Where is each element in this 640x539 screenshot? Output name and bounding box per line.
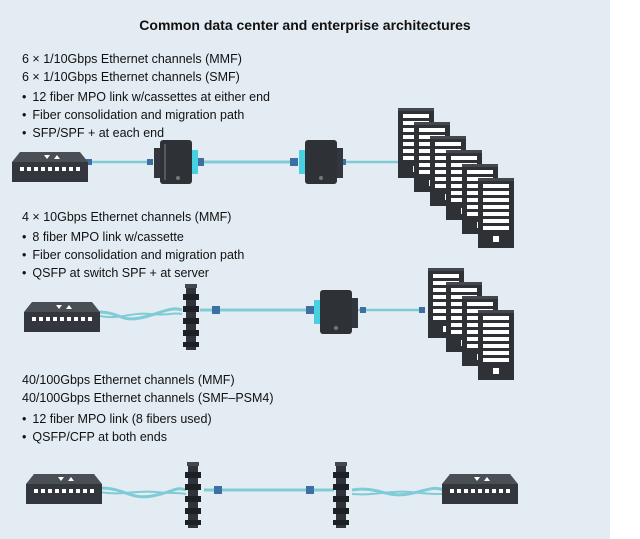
cassette-icon [314,290,358,334]
patch-panel-icon [333,462,349,528]
server-icon [478,310,514,380]
row-2-diagram [24,268,514,380]
fiber-cable-icon [351,490,445,496]
diagram-title: Common data center and enterprise archit… [139,17,471,33]
switch-icon [26,474,102,504]
patch-panel-icon [185,462,201,528]
fiber-cable-icon [351,486,445,497]
cassette-icon [299,140,343,184]
section-3-heading-2: 40/100Gbps Ethernet channels (SMF–PSM4) [22,391,274,405]
row-1-diagram [12,108,514,248]
row-3-diagram [26,462,518,528]
fiber-cable-icon [99,312,183,319]
fiber-cable-icon [99,490,187,495]
section-2-bullet-3: QSFP at switch SPF + at server [22,266,209,280]
section-3-bullet-2: QSFP/CFP at both ends [22,430,167,444]
section-1-heading-1: 6 × 1/10Gbps Ethernet channels (MMF) [22,52,242,66]
section-1-bullet-3: SFP/SPF + at each end [22,126,164,140]
section-1-bullet-1: 12 fiber MPO link w/cassettes at either … [22,90,270,104]
section-2-bullet-2: Fiber consolidation and migration path [22,248,244,262]
section-1-bullet-2: Fiber consolidation and migration path [22,108,244,122]
server-icon [478,178,514,248]
switch-icon [442,474,518,504]
section-3-bullet-1: 12 fiber MPO link (8 fibers used) [22,412,211,426]
switch-icon [12,152,88,182]
section-2-bullet-1: 8 fiber MPO link w/cassette [22,230,183,244]
section-3-heading-1: 40/100Gbps Ethernet channels (MMF) [22,373,235,387]
section-2-heading-1: 4 × 10Gbps Ethernet channels (MMF) [22,210,232,224]
switch-icon [24,302,100,332]
patch-panel-icon [183,284,199,350]
section-1-heading-2: 6 × 1/10Gbps Ethernet channels (SMF) [22,70,240,84]
cassette-icon [154,140,198,184]
fiber-cable-icon [99,486,187,499]
fiber-cable-icon [97,307,183,321]
